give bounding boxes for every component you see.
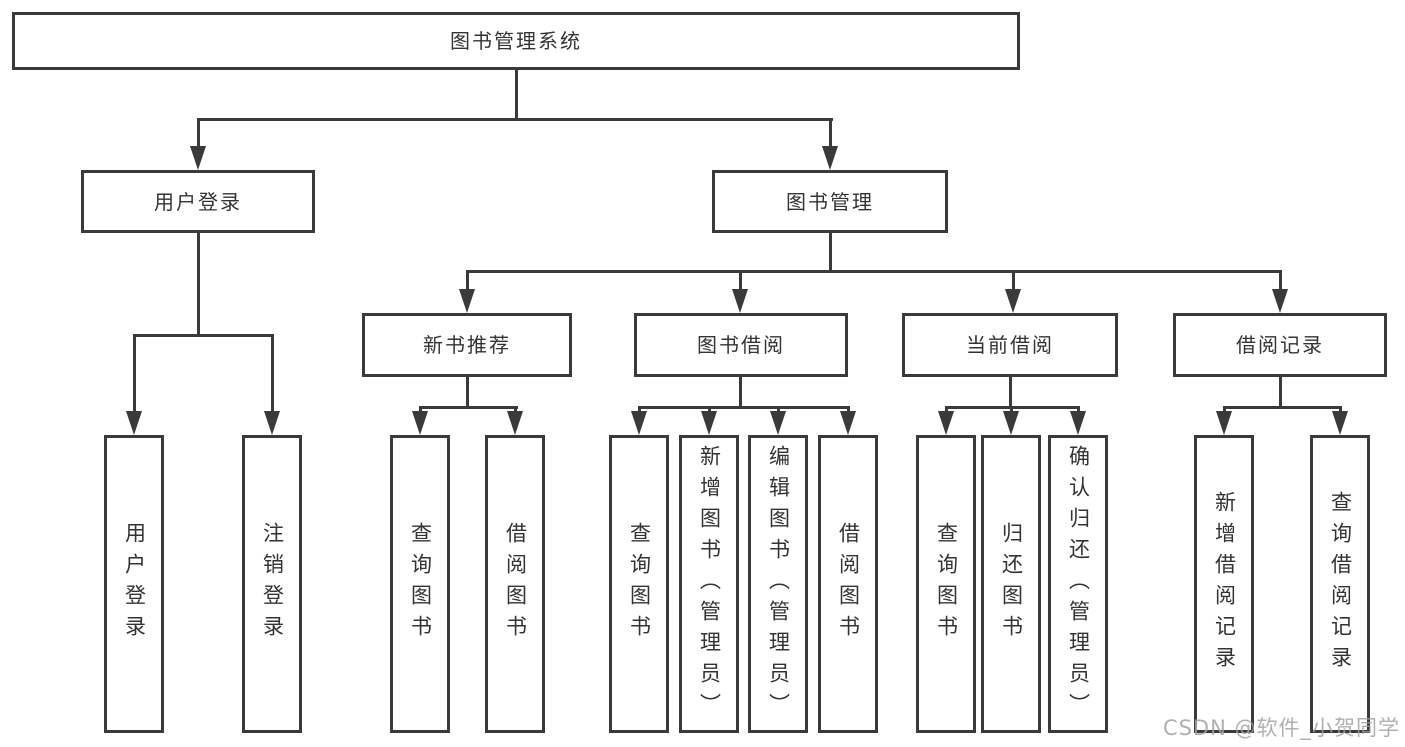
connector-line <box>739 375 742 409</box>
connector-line <box>739 270 742 292</box>
leaf-query-books-3: 查询图书 <box>916 435 976 733</box>
arrow-down-icon <box>1005 289 1021 313</box>
node-root: 图书管理系统 <box>12 12 1020 70</box>
node-book-management: 图书管理 <box>712 170 948 233</box>
connector-line <box>133 334 274 337</box>
leaf-borrow-books-2-label: 借阅图书 <box>836 522 861 646</box>
arrow-down-icon <box>770 411 786 435</box>
arrow-down-icon <box>1272 289 1288 313</box>
connector-line <box>829 231 832 273</box>
connector-line <box>829 118 832 152</box>
connector-line <box>466 270 469 292</box>
leaf-user-login: 用户登录 <box>104 435 164 733</box>
node-new-book-recommendation: 新书推荐 <box>362 313 572 377</box>
leaf-query-books-2: 查询图书 <box>609 435 669 733</box>
connector-line <box>466 270 1282 273</box>
leaf-query-borrow-record: 查询借阅记录 <box>1310 435 1370 733</box>
arrow-down-icon <box>1070 411 1086 435</box>
csdn-watermark: CSDN @软件_小贺同学 <box>1162 716 1400 740</box>
leaf-borrow-books-2: 借阅图书 <box>818 435 878 733</box>
node-current-borrowing-label: 当前借阅 <box>966 333 1054 357</box>
leaf-edit-books-admin: 编辑图书（管理员） <box>748 435 808 733</box>
leaf-query-books-1: 查询图书 <box>390 435 450 733</box>
leaf-return-books-label: 归还图书 <box>999 522 1024 646</box>
node-book-borrowing: 图书借阅 <box>634 313 848 377</box>
connector-line <box>133 334 136 414</box>
leaf-query-books-1-label: 查询图书 <box>408 522 433 646</box>
node-borrowing-records: 借阅记录 <box>1173 313 1387 377</box>
leaf-query-borrow-record-label: 查询借阅记录 <box>1328 491 1353 677</box>
leaf-borrow-books-1: 借阅图书 <box>485 435 545 733</box>
arrow-down-icon <box>822 146 838 170</box>
leaf-edit-books-admin-label: 编辑图书（管理员） <box>766 444 791 724</box>
leaf-confirm-return-admin: 确认归还（管理员） <box>1048 435 1108 733</box>
connector-line <box>1279 270 1282 292</box>
leaf-borrow-books-1-label: 借阅图书 <box>503 522 528 646</box>
arrow-down-icon <box>264 411 280 435</box>
arrow-down-icon <box>938 411 954 435</box>
arrow-down-icon <box>631 411 647 435</box>
connector-line <box>1279 375 1282 409</box>
node-current-borrowing: 当前借阅 <box>902 313 1118 377</box>
arrow-down-icon <box>412 411 428 435</box>
arrow-down-icon <box>840 411 856 435</box>
arrow-down-icon <box>507 411 523 435</box>
connector-line <box>515 68 518 120</box>
leaf-logout-label: 注销登录 <box>260 522 285 646</box>
leaf-add-borrow-record: 新增借阅记录 <box>1194 435 1254 733</box>
leaf-return-books: 归还图书 <box>981 435 1041 733</box>
node-user-login: 用户登录 <box>81 170 315 233</box>
connector-line <box>1223 406 1342 409</box>
arrow-down-icon <box>1003 411 1019 435</box>
connector-line <box>197 118 200 152</box>
leaf-confirm-return-admin-label: 确认归还（管理员） <box>1066 444 1091 724</box>
connector-line <box>197 118 833 121</box>
node-book-management-label: 图书管理 <box>786 189 874 214</box>
arrow-down-icon <box>1332 411 1348 435</box>
leaf-query-books-3-label: 查询图书 <box>934 522 959 646</box>
node-user-login-label: 用户登录 <box>154 189 242 214</box>
arrow-down-icon <box>126 411 142 435</box>
connector-line <box>1009 375 1012 409</box>
node-borrowing-records-label: 借阅记录 <box>1236 333 1324 357</box>
leaf-add-books-admin-label: 新增图书（管理员） <box>697 444 722 724</box>
leaf-logout: 注销登录 <box>242 435 302 733</box>
arrow-down-icon <box>190 146 206 170</box>
connector-line <box>466 375 469 409</box>
leaf-user-login-label: 用户登录 <box>122 522 147 646</box>
leaf-add-borrow-record-label: 新增借阅记录 <box>1212 491 1237 677</box>
node-root-label: 图书管理系统 <box>450 29 582 53</box>
arrow-down-icon <box>1216 411 1232 435</box>
arrow-down-icon <box>701 411 717 435</box>
arrow-down-icon <box>459 289 475 313</box>
leaf-add-books-admin: 新增图书（管理员） <box>679 435 739 733</box>
node-book-borrowing-label: 图书借阅 <box>697 333 785 357</box>
connector-line <box>1012 270 1015 292</box>
node-new-book-recommendation-label: 新书推荐 <box>423 333 511 357</box>
arrow-down-icon <box>732 289 748 313</box>
leaf-query-books-2-label: 查询图书 <box>627 522 652 646</box>
connector-line <box>197 231 200 337</box>
connector-line <box>638 406 850 409</box>
connector-line <box>419 406 518 409</box>
connector-line <box>271 334 274 414</box>
